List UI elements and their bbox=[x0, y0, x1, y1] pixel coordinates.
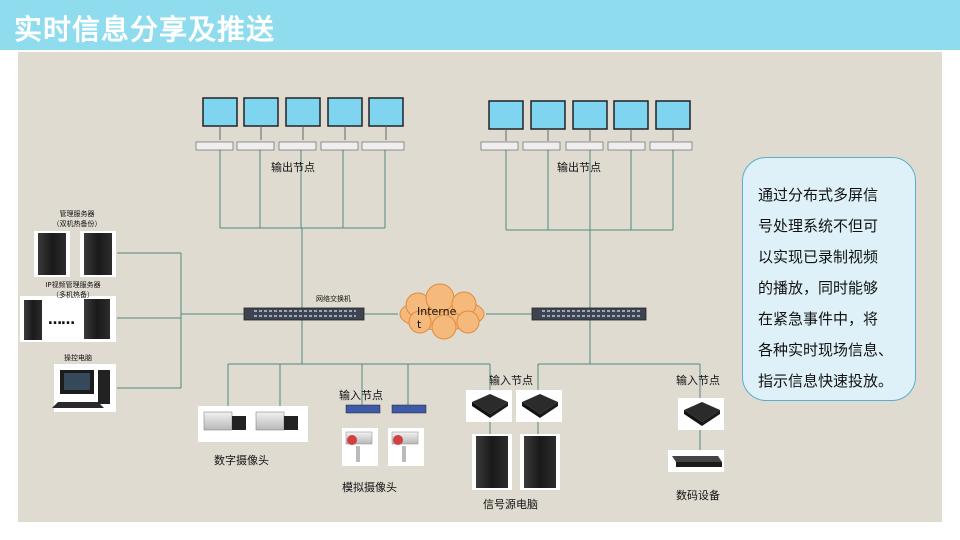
connection-lines bbox=[117, 150, 701, 452]
description-line: 的播放，同时能够 bbox=[758, 279, 879, 297]
digital-camera-icon bbox=[198, 406, 308, 442]
title-bar bbox=[0, 0, 960, 50]
input-node-label-device: 输入节点 bbox=[676, 374, 720, 387]
digital-camera-label: 数字摄像头 bbox=[214, 454, 269, 467]
monitor-icon bbox=[655, 100, 691, 141]
analog-camera-icon bbox=[342, 428, 424, 466]
monitor-icon bbox=[285, 97, 321, 140]
page-title: 实时信息分享及推送 bbox=[14, 13, 276, 46]
network-switch-icon bbox=[243, 307, 365, 321]
ellipsis: …… bbox=[48, 312, 75, 328]
monitor-icon bbox=[530, 100, 566, 141]
network-switch-icon bbox=[531, 307, 647, 321]
description-line: 在紧急事件中，将 bbox=[758, 310, 879, 328]
input-node-label-analog: 输入节点 bbox=[339, 389, 383, 402]
monitor-icon bbox=[613, 100, 649, 141]
output-monitors-right bbox=[480, 100, 693, 151]
ip-video-server-icon bbox=[20, 296, 116, 342]
input-node-label-pc: 输入节点 bbox=[489, 374, 533, 387]
description-callout bbox=[742, 157, 916, 401]
output-monitors-left bbox=[195, 97, 405, 151]
output-node-device-icon bbox=[480, 141, 693, 151]
management-server-icon bbox=[34, 231, 116, 277]
description-line: 以实现已录制视频 bbox=[758, 248, 879, 266]
output-node-device-icon bbox=[195, 141, 405, 151]
description-line: 指示信息快速投放。 bbox=[758, 372, 894, 390]
output-node-label-left: 输出节点 bbox=[271, 161, 315, 174]
source-pc-icon bbox=[472, 434, 560, 490]
console-pc-label: 操控电脑 bbox=[64, 354, 92, 362]
monitor-icon bbox=[488, 100, 524, 141]
internet-cloud-icon bbox=[399, 283, 485, 340]
source-pc-label: 信号源电脑 bbox=[483, 498, 538, 511]
management-server-label: 管理服务器（双机热备份） bbox=[52, 210, 102, 228]
monitor-icon bbox=[327, 97, 363, 140]
analog-camera-label: 模拟摄像头 bbox=[342, 481, 397, 494]
monitor-icon bbox=[243, 97, 279, 140]
description-text: 通过分布式多屏信 号处理系统不但可 以实现已录制视频 的播放，同时能够 在紧急事… bbox=[758, 180, 904, 397]
console-pc-icon bbox=[52, 364, 116, 412]
input-node-box-icon bbox=[466, 390, 724, 430]
monitor-icon bbox=[368, 97, 404, 140]
network-switch-label: 网络交换机 bbox=[316, 295, 351, 303]
digital-device-icon bbox=[668, 450, 724, 472]
analog-input-node-icon bbox=[345, 404, 427, 414]
description-line: 各种实时现场信息、 bbox=[758, 341, 894, 359]
description-line: 通过分布式多屏信 bbox=[758, 186, 879, 204]
ip-video-server-label: IP视频管理服务器（多机热备） bbox=[45, 281, 101, 299]
description-line: 号处理系统不但可 bbox=[758, 217, 879, 235]
output-node-label-right: 输出节点 bbox=[557, 161, 601, 174]
monitor-icon bbox=[572, 100, 608, 141]
digital-device-label: 数码设备 bbox=[676, 489, 720, 502]
monitor-icon bbox=[202, 97, 238, 140]
